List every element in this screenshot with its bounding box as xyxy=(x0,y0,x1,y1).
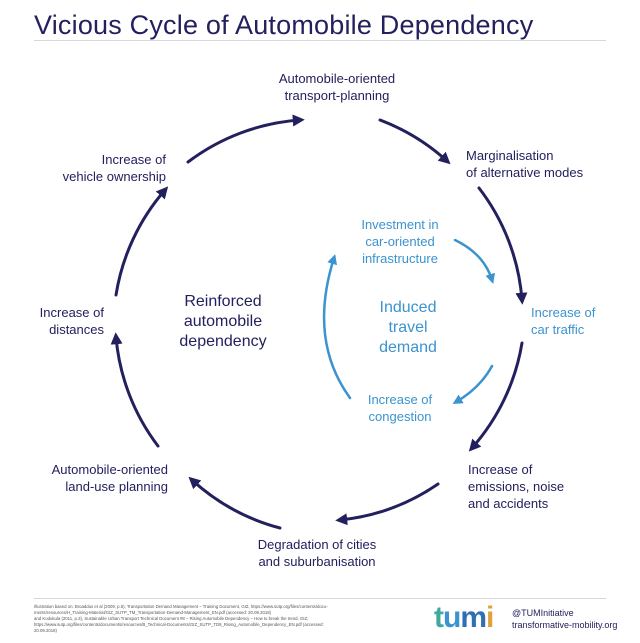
title-divider xyxy=(34,40,606,41)
arrow-ownership-to-planning xyxy=(186,114,305,164)
center-line: dependency xyxy=(179,333,267,350)
node-line: distances xyxy=(49,322,104,337)
arrow-traffic-to-congestion xyxy=(452,364,494,405)
arrow-planning-to-marginalisation xyxy=(378,118,451,165)
node-line: Increase of xyxy=(468,462,533,477)
arrow-marginalisation-to-traffic xyxy=(477,186,528,305)
twitter-handle[interactable]: @TUMInitiative xyxy=(512,608,574,618)
node-line: transport-planning xyxy=(284,88,390,103)
node-transport-planning: Automobile-oriented transport-planning xyxy=(262,70,412,104)
arrow-distances-to-ownership xyxy=(114,186,169,297)
node-distances: Increase of distances xyxy=(14,304,104,338)
node-line: infrastructure xyxy=(362,251,438,266)
arrow-traffic-to-emissions xyxy=(468,341,524,452)
node-line: Increase of xyxy=(531,305,596,320)
node-car-traffic: Increase of car traffic xyxy=(531,304,595,338)
node-line: and suburbanisation xyxy=(258,554,376,569)
source-line: Illustration based on: Broaddus et al (2… xyxy=(34,604,328,609)
node-land-use-planning: Automobile-oriented land-use planning xyxy=(18,461,168,495)
source-line: 20.09.2018) xyxy=(34,628,57,633)
center-line: Reinforced xyxy=(184,293,262,310)
source-line: https://www.sutp.org/files/contents/docu… xyxy=(34,622,324,627)
node-line: of alternative modes xyxy=(466,165,584,180)
source-citation: Illustration based on: Broaddus et al (2… xyxy=(34,604,414,634)
node-line: congestion xyxy=(368,409,432,424)
center-line: demand xyxy=(379,339,437,356)
node-line: Investment in xyxy=(361,217,439,232)
node-line: emissions, noise xyxy=(468,479,565,494)
node-line: Automobile-oriented xyxy=(278,71,396,86)
node-line: car-oriented xyxy=(365,234,435,249)
center-line: travel xyxy=(388,319,428,336)
arrow-emissions-to-degradation xyxy=(335,482,440,526)
node-line: Increase of xyxy=(367,392,433,407)
arrow-investment-to-traffic xyxy=(453,238,496,284)
node-line: Automobile-oriented xyxy=(51,462,168,477)
node-line: land-use planning xyxy=(65,479,168,494)
center-reinforced-dependency: Reinforced automobile dependency xyxy=(162,292,284,352)
contact-info: @TUMInitiative transformative-mobility.o… xyxy=(512,607,617,631)
center-line: automobile xyxy=(183,313,263,330)
website-link[interactable]: transformative-mobility.org xyxy=(512,620,618,630)
node-line: Marginalisation xyxy=(466,148,554,163)
node-degradation: Degradation of cities and suburbanisatio… xyxy=(232,536,402,570)
source-line: ments/resources/H_Training-Material/GIZ_… xyxy=(34,610,272,615)
source-line: and Kodukula (2011, p.3), Sustainable Ur… xyxy=(34,616,309,621)
node-line: and accidents xyxy=(468,496,549,511)
node-line: car traffic xyxy=(531,322,585,337)
node-vehicle-ownership: Increase of vehicle ownership xyxy=(26,151,166,185)
arrow-degradation-to-landuse xyxy=(188,476,282,530)
node-line: Increase of xyxy=(39,305,104,320)
tumi-logo: tumi xyxy=(434,601,494,634)
footer-divider xyxy=(34,598,606,599)
node-line: Degradation of cities xyxy=(257,537,377,552)
node-marginalisation: Marginalisation of alternative modes xyxy=(466,147,583,181)
node-investment: Investment in car-oriented infrastructur… xyxy=(340,216,460,267)
node-line: Increase of xyxy=(101,152,166,167)
node-congestion: Increase of congestion xyxy=(352,391,448,425)
node-line: vehicle ownership xyxy=(62,169,166,184)
center-line: Induced xyxy=(379,299,437,316)
page-title: Vicious Cycle of Automobile Dependency xyxy=(34,10,534,40)
node-emissions: Increase of emissions, noise and acciden… xyxy=(468,461,564,512)
arrow-congestion-to-investment xyxy=(322,254,352,400)
arrow-landuse-to-distances xyxy=(110,332,160,448)
center-induced-demand: Induced travel demand xyxy=(358,298,458,358)
